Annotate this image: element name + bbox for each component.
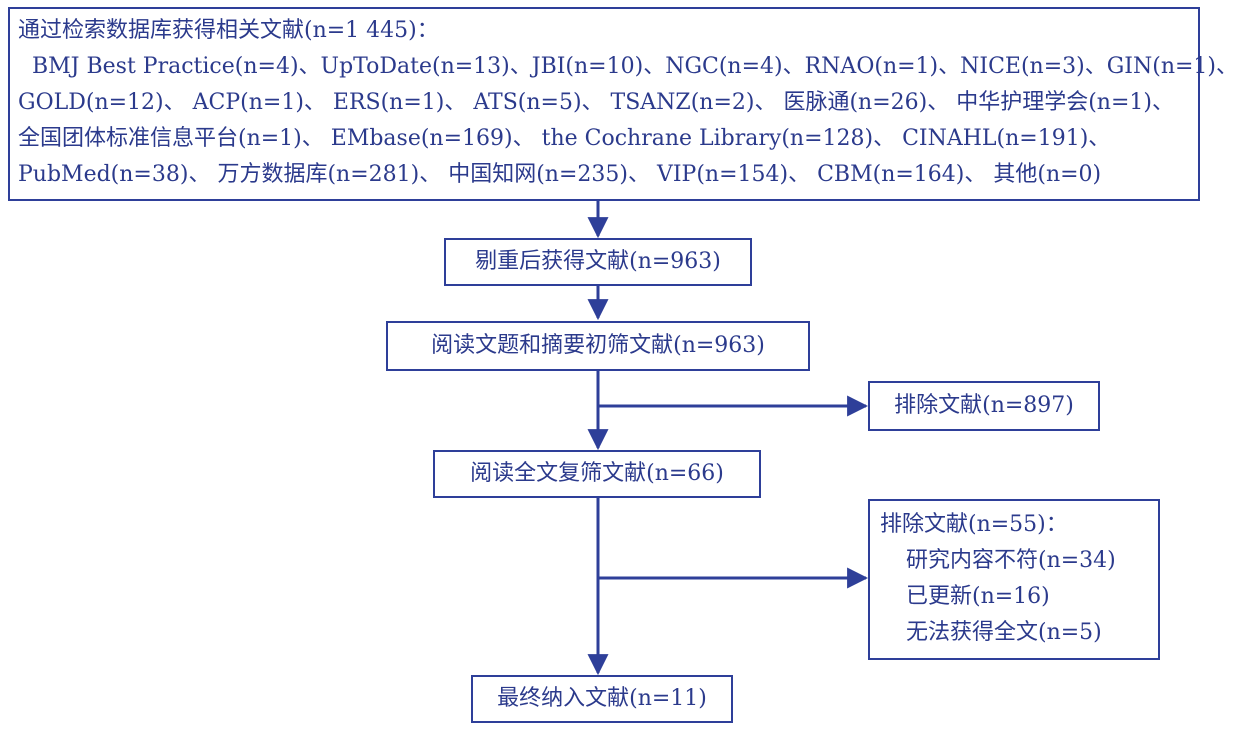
- dedup-box: 剔重后获得文献(n=963): [444, 238, 752, 286]
- final-included-box: 最终纳入文献(n=11): [471, 675, 733, 723]
- fulltext-screen-label: 阅读全文复筛文献(n=66): [470, 461, 724, 486]
- title-abstract-screen-label: 阅读文题和摘要初筛文献(n=963): [431, 333, 765, 358]
- exclusion-box-1: 排除文献(n=897): [868, 381, 1100, 431]
- title-abstract-screen-box: 阅读文题和摘要初筛文献(n=963): [386, 321, 810, 371]
- exclusion-reason-2: 已更新(n=16): [906, 584, 1050, 609]
- dedup-label: 剔重后获得文献(n=963): [475, 249, 721, 274]
- search-sources-line-4: PubMed(n=38)、 万方数据库(n=281)、 中国知网(n=235)、…: [18, 162, 1102, 187]
- search-sources-line-1: BMJ Best Practice(n=4)、UpToDate(n=13)、JB…: [18, 54, 1238, 79]
- flow-connectors: [587, 200, 869, 676]
- search-results-box: 通过检索数据库获得相关文献(n=1 445)： BMJ Best Practic…: [8, 7, 1238, 201]
- exclusion-1-label: 排除文献(n=897): [894, 393, 1074, 418]
- exclusion-reason-3: 无法获得全文(n=5): [906, 620, 1102, 645]
- search-sources-line-3: 全国团体标准信息平台(n=1)、 EMbase(n=169)、 the Coch…: [18, 126, 1111, 151]
- final-included-label: 最终纳入文献(n=11): [497, 686, 707, 711]
- fulltext-screen-box: 阅读全文复筛文献(n=66): [433, 450, 761, 498]
- search-summary-line: 通过检索数据库获得相关文献(n=1 445)：: [18, 18, 439, 43]
- search-sources-line-2: GOLD(n=12)、 ACP(n=1)、 ERS(n=1)、 ATS(n=5)…: [18, 90, 1174, 115]
- exclusion-box-2: 排除文献(n=55)： 研究内容不符(n=34) 已更新(n=16) 无法获得全…: [868, 499, 1160, 660]
- exclusion-2-title: 排除文献(n=55)：: [880, 512, 1068, 537]
- exclusion-reason-1: 研究内容不符(n=34): [906, 548, 1116, 573]
